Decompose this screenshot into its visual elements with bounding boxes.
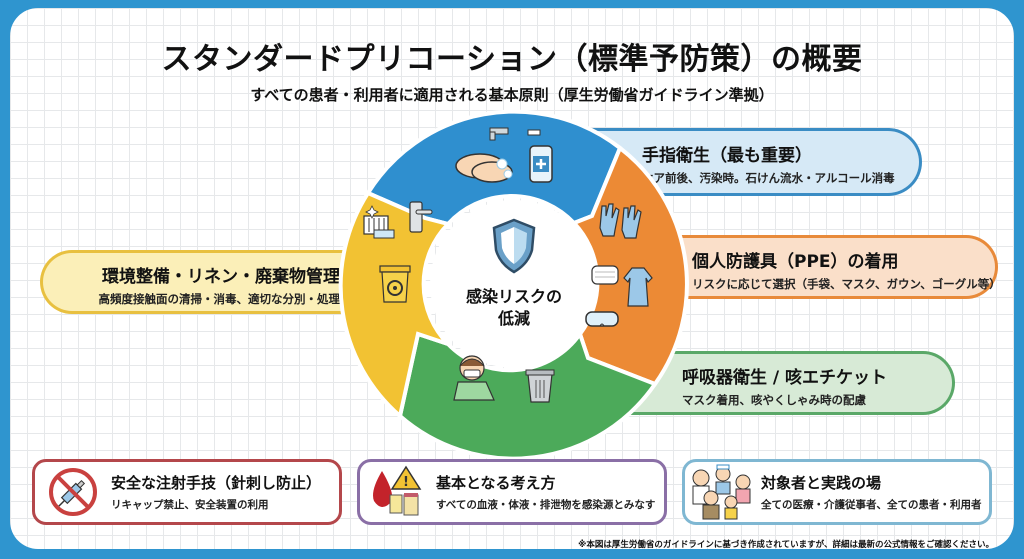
pill-desc: リスクに応じて選択（手袋、マスク、ガウン、ゴーグル等） (692, 277, 1001, 291)
page-title: スタンダードプリコーション（標準予防策）の概要 (161, 42, 863, 77)
center-label: 感染リスクの 低減 (444, 286, 584, 330)
segment-environment (338, 190, 452, 420)
card-desc: リキャップ禁止、安全装置の利用 (111, 499, 269, 511)
footnote: ※本図は厚生労働省のガイドラインに基づき作成されていますが、詳細は最新の公式情報… (578, 540, 994, 550)
faucet-icon (489, 127, 509, 141)
cycle-ring (338, 109, 689, 461)
pill-title: 呼吸器衛生 / 咳エチケット (682, 368, 888, 388)
card-target-setting: 対象者と実践の場 全ての医療・介護従事者、全ての患者・利用者 (682, 459, 992, 525)
blood-warning-icon: ! (360, 462, 436, 522)
card-title: 基本となる考え方 (436, 474, 556, 492)
pill-environment: 環境整備・リネン・廃棄物管理 高頻度接触面の清掃・消毒、適切な分別・処理 (40, 250, 370, 314)
pill-respiratory: 呼吸器衛生 / 咳エチケット マスク着用、咳やくしゃみ時の配慮 (620, 351, 955, 415)
center-label-line1: 感染リスクの (465, 287, 562, 306)
door-handle-icon (409, 201, 433, 233)
pill-desc: マスク着用、咳やくしゃみ時の配慮 (682, 393, 866, 407)
gown-icon (623, 267, 653, 307)
pill-desc: 高頻度接触面の清掃・消毒、適切な分別・処理 (98, 292, 341, 306)
card-title: 対象者と実践の場 (761, 474, 882, 492)
card-safe-injection: 安全な注射手技（針刺し防止） リキャップ禁止、安全装置の利用 (32, 459, 342, 525)
page-subtitle: すべての患者・利用者に適用される基本原則（厚生労働省ガイドライン準拠） (250, 86, 774, 104)
center-label-line2: 低減 (497, 309, 530, 328)
card-title: 安全な注射手技（針刺し防止） (111, 474, 322, 492)
card-desc: すべての血液・体液・排泄物を感染源とみなす (436, 499, 656, 511)
handwashing-icon (455, 153, 513, 183)
pill-title: 手指衛生（最も重要） (642, 146, 812, 166)
people-group-icon (685, 462, 761, 522)
bed-cleaning-icon (363, 205, 395, 239)
coughing-person-icon (453, 355, 495, 401)
shield-icon (492, 218, 536, 274)
card-basic-concept: ! 基本となる考え方 すべての血液・体液・排泄物を感染源とみなす (357, 459, 667, 525)
pill-title: 環境整備・リネン・廃棄物管理 (102, 267, 340, 287)
goggles-icon (585, 311, 619, 327)
trash-bin-icon (525, 369, 555, 403)
mask-icon (591, 265, 619, 285)
pill-ppe: 個人防護具（PPE）の着用 リスクに応じて選択（手袋、マスク、ガウン、ゴーグル等… (650, 235, 1001, 299)
biohazard-bin-icon (379, 265, 411, 303)
gloves-icon (599, 203, 642, 239)
svg-text:!: ! (403, 475, 409, 490)
pill-desc: ケア前後、汚染時。石けん流水・アルコール消毒 (642, 171, 895, 185)
sanitizer-bottle-icon (527, 129, 553, 183)
no-syringe-icon (35, 462, 111, 522)
card-desc: 全ての医療・介護従事者、全ての患者・利用者 (761, 499, 982, 511)
pill-title: 個人防護具（PPE）の着用 (692, 252, 899, 272)
